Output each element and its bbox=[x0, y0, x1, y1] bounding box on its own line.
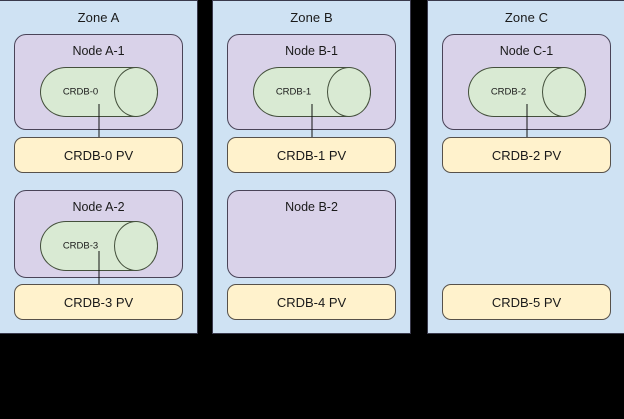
pv-box-crdb-3[interactable]: CRDB-3 PV bbox=[14, 284, 183, 320]
pv-label-crdb-1: CRDB-1 PV bbox=[276, 147, 347, 163]
pv-label-crdb-4: CRDB-4 PV bbox=[276, 294, 347, 310]
connector-node-a-1-to-pv bbox=[98, 104, 99, 138]
zone-title-a: Zone A bbox=[77, 10, 120, 25]
connector-node-b-1-to-pv bbox=[311, 104, 312, 138]
crdb-pod-label-a-1: CRDB-0 bbox=[62, 86, 99, 98]
node-label-a-2: Node A-2 bbox=[72, 200, 125, 214]
node-label-b-2: Node B-2 bbox=[285, 200, 338, 214]
cylinder-cap-icon bbox=[113, 67, 158, 117]
crdb-pod-cylinder-c-1[interactable]: CRDB-2 bbox=[467, 67, 586, 117]
pv-label-crdb-5: CRDB-5 PV bbox=[491, 294, 562, 310]
node-box-b-2[interactable]: Node B-2 bbox=[227, 190, 396, 278]
zone-panel-a: Zone A Node A-1 CRDB-0 CRDB-0 PV Node A-… bbox=[0, 0, 198, 334]
cylinder-cap-icon bbox=[326, 67, 371, 117]
connector-node-a-2-to-pv bbox=[98, 251, 99, 285]
crdb-pod-label-b-1: CRDB-1 bbox=[275, 86, 312, 98]
node-label-a-1: Node A-1 bbox=[72, 44, 125, 58]
cylinder-cap-icon bbox=[541, 67, 586, 117]
zone-title-b: Zone B bbox=[290, 10, 333, 25]
zone-panel-b: Zone B Node B-1 CRDB-1 CRDB-1 PV Node B-… bbox=[212, 0, 411, 334]
pv-box-crdb-5[interactable]: CRDB-5 PV bbox=[442, 284, 611, 320]
pv-box-crdb-1[interactable]: CRDB-1 PV bbox=[227, 137, 396, 173]
node-box-a-1[interactable]: Node A-1 CRDB-0 bbox=[14, 34, 183, 130]
zone-panel-c: Zone C Node C-1 CRDB-2 CRDB-2 PV CRDB-5 … bbox=[427, 0, 624, 334]
crdb-pod-label-c-1: CRDB-2 bbox=[490, 86, 527, 98]
cylinder-cap-icon bbox=[113, 221, 158, 271]
pv-label-crdb-0: CRDB-0 PV bbox=[63, 147, 134, 163]
pv-label-crdb-3: CRDB-3 PV bbox=[63, 294, 134, 310]
node-label-b-1: Node B-1 bbox=[285, 44, 338, 58]
crdb-pod-label-a-2: CRDB-3 bbox=[62, 240, 99, 252]
pv-box-crdb-0[interactable]: CRDB-0 PV bbox=[14, 137, 183, 173]
crdb-pod-cylinder-a-1[interactable]: CRDB-0 bbox=[39, 67, 158, 117]
connector-node-c-1-to-pv bbox=[526, 104, 527, 138]
node-label-c-1: Node C-1 bbox=[499, 44, 554, 58]
pv-box-crdb-2[interactable]: CRDB-2 PV bbox=[442, 137, 611, 173]
pv-label-crdb-2: CRDB-2 PV bbox=[491, 147, 562, 163]
pv-box-crdb-4[interactable]: CRDB-4 PV bbox=[227, 284, 396, 320]
zone-title-c: Zone C bbox=[504, 10, 549, 25]
